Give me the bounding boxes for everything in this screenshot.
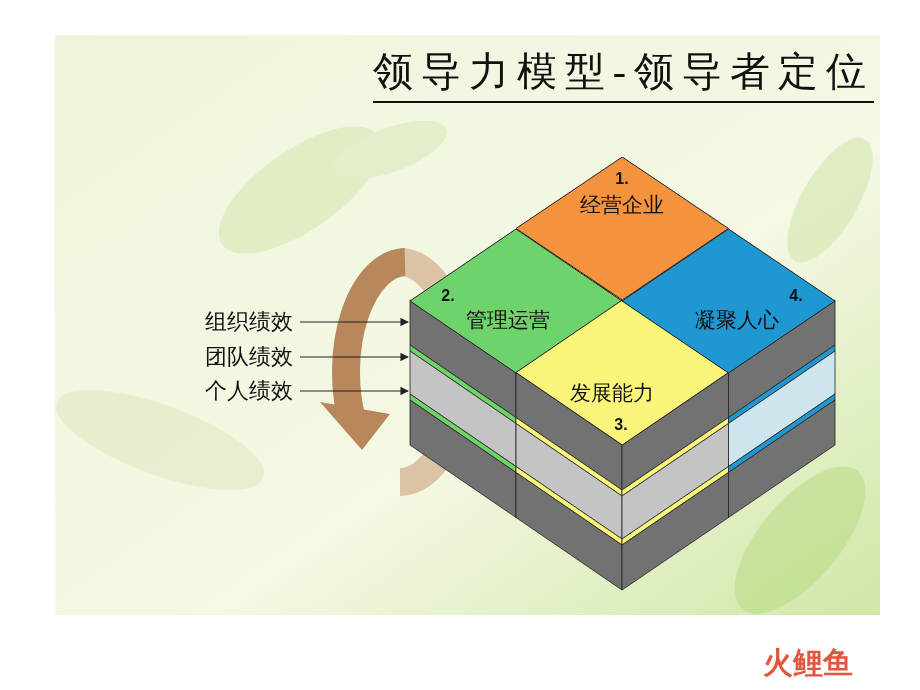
panel <box>55 35 880 615</box>
watermark: 火鲤鱼 <box>763 643 853 684</box>
cube-face <box>729 400 836 518</box>
quadrant-fill <box>622 229 835 373</box>
quadrant-diamond: 4. 凝聚人心 <box>622 229 835 373</box>
quadrant-shape <box>622 229 835 373</box>
quadrant-label: 凝聚人心 <box>695 306 779 334</box>
performance-label: 组织绩效 <box>205 307 293 337</box>
title: 领导力模型-领导者定位 <box>373 44 874 103</box>
callout-number: 4. <box>789 287 802 305</box>
performance-label: 团队绩效 <box>205 342 293 372</box>
performance-label: 个人绩效 <box>205 376 293 406</box>
quadrant-label: 经营企业 <box>580 191 664 219</box>
leader-line <box>300 390 408 391</box>
cube-face <box>410 400 516 518</box>
quadrant-label: 管理运营 <box>466 306 550 334</box>
leader-lines <box>300 322 408 391</box>
callout-number: 2. <box>441 287 454 305</box>
cube-face <box>516 473 622 591</box>
quadrant-label: 发展能力 <box>570 379 654 407</box>
cube-face <box>622 473 729 591</box>
callout-number: 1. <box>615 170 628 188</box>
leaves <box>45 103 890 635</box>
callout-number: 3. <box>614 416 627 434</box>
leader-line <box>300 321 408 322</box>
leader-line <box>300 356 408 357</box>
